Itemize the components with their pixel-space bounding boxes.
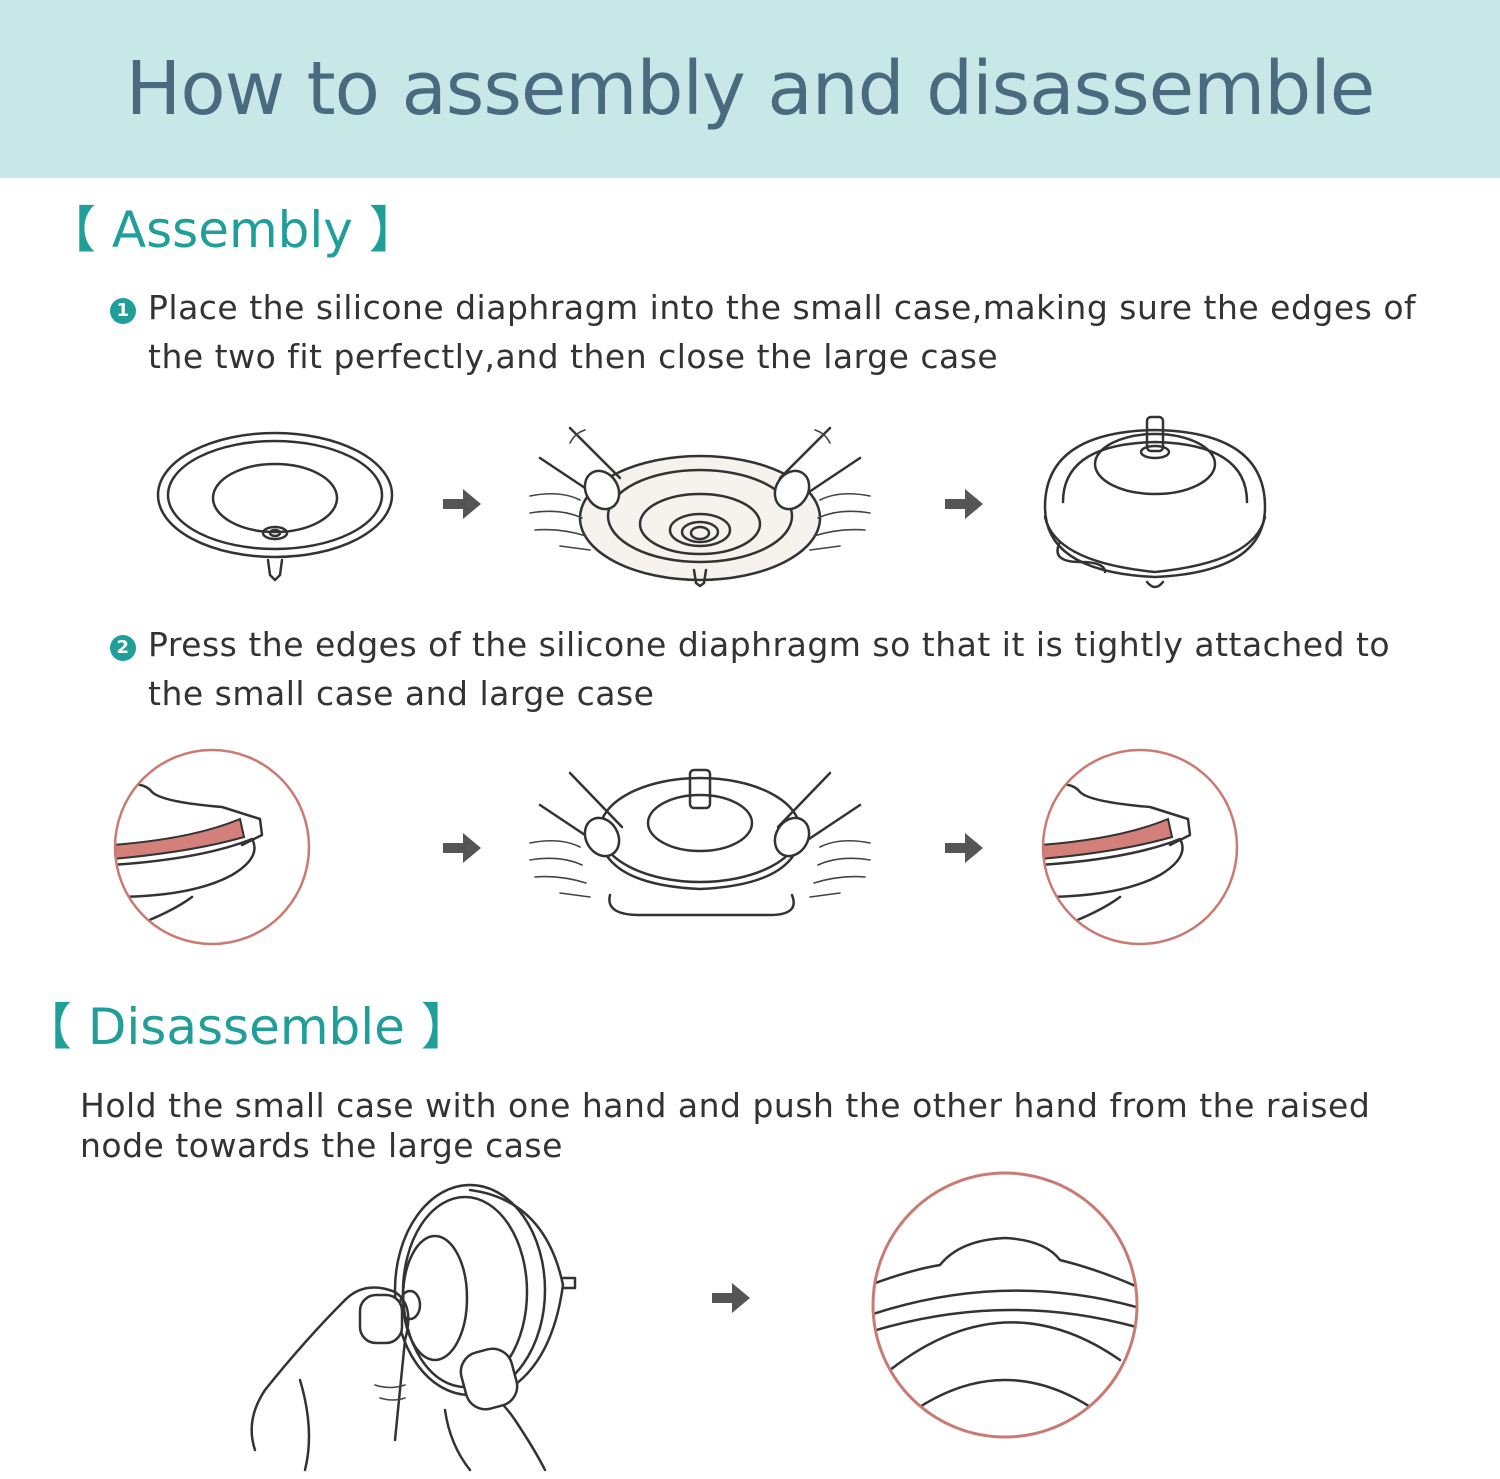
zoom-circle-illustration: [113, 748, 311, 946]
step-1-line-1: Place the silicone diaphragm into the sm…: [148, 288, 1417, 327]
disassemble-section-title: 【 Disassemble 】: [22, 998, 471, 1056]
disassemble-instructions: Hold the small case with one hand and pu…: [80, 1086, 1370, 1166]
page-header: How to assembly and disassemble: [0, 0, 1500, 178]
pressing-diaphragm-illustration: [529, 426, 871, 588]
diaphragm-illustration: [156, 431, 394, 582]
zoom-circle-illustration: [1041, 748, 1239, 946]
page-title: How to assembly and disassemble: [125, 46, 1376, 132]
assembly-step-2: 2 Press the edges of the silicone diaphra…: [110, 620, 1390, 718]
step-2-line-2: the small case and large case: [148, 674, 655, 713]
closed-case-illustration: [1043, 415, 1267, 589]
step-number-badge: 2: [110, 635, 136, 661]
disassemble-line-2: node towards the large case: [80, 1126, 563, 1165]
step-2-line-1: Press the edges of the silicone diaphrag…: [148, 625, 1391, 664]
step-number-badge: 1: [110, 298, 136, 324]
arrow-right-icon: [712, 1283, 750, 1313]
arrow-right-icon: [443, 833, 481, 863]
disassemble-line-1: Hold the small case with one hand and pu…: [80, 1086, 1371, 1125]
assembly-section-title: 【 Assembly 】: [46, 201, 419, 259]
pressing-edges-illustration: [529, 768, 871, 917]
arrow-right-icon: [443, 489, 481, 519]
arrow-right-icon: [945, 489, 983, 519]
arrow-right-icon: [945, 833, 983, 863]
step-1-line-2: the two fit perfectly,and then close the…: [148, 337, 999, 376]
zoom-circle-illustration: [871, 1171, 1139, 1439]
assembly-step-1: 1 Place the silicone diaphragm into the s…: [110, 283, 1416, 381]
hand-illustration: [250, 1183, 577, 1472]
